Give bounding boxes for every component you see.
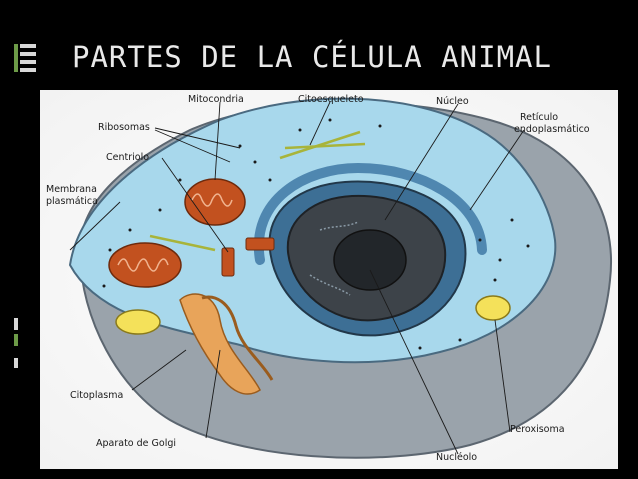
endoplasmic-reticulum — [253, 162, 487, 265]
mitochondrion-cristae — [117, 258, 169, 272]
label-membrana-line2: plasmática — [46, 196, 98, 207]
label-reticulo-line1: Retículo — [520, 112, 558, 123]
label-centriolo: Centriolo — [106, 152, 149, 163]
label-peroxisoma: Peroxisoma — [510, 424, 565, 435]
label-reticulo-line2: endoplasmático — [514, 124, 590, 135]
centriole — [245, 237, 275, 251]
label-golgi: Aparato de Golgi — [96, 438, 176, 449]
golgi-apparatus — [201, 295, 274, 381]
peroxisome — [475, 295, 511, 321]
label-citoplasma: Citoplasma — [70, 390, 123, 401]
chromatin — [309, 274, 351, 296]
nucleolus — [333, 229, 407, 291]
slide-decoration-bottom — [14, 318, 18, 368]
ribosomes — [102, 118, 530, 350]
centriole — [221, 247, 235, 277]
golgi-apparatus — [179, 293, 261, 395]
label-mitocondria: Mitocondria — [188, 94, 244, 105]
slide-title: PARTES DE LA CÉLULA ANIMAL — [72, 40, 552, 74]
cytoskeleton — [149, 234, 216, 252]
slide-decoration-top — [14, 44, 36, 72]
label-nucleo: Núcleo — [436, 96, 469, 107]
vesicle — [115, 309, 161, 335]
label-citoesqueleto: Citoesqueleto — [298, 94, 364, 105]
mitochondrion-cristae — [191, 193, 233, 207]
mitochondrion — [108, 242, 182, 288]
animal-cell-diagram: Mitocondria Citoesqueleto Núcleo Ribosom… — [40, 90, 618, 469]
cytoskeleton — [284, 142, 366, 150]
label-nucleolo: Nucléolo — [436, 452, 477, 463]
mitochondrion — [184, 178, 246, 226]
chromatin — [319, 221, 359, 231]
label-ribosomas: Ribosomas — [98, 122, 150, 133]
label-membrana-line1: Membrana — [46, 184, 97, 195]
leader-lines — [69, 101, 525, 455]
